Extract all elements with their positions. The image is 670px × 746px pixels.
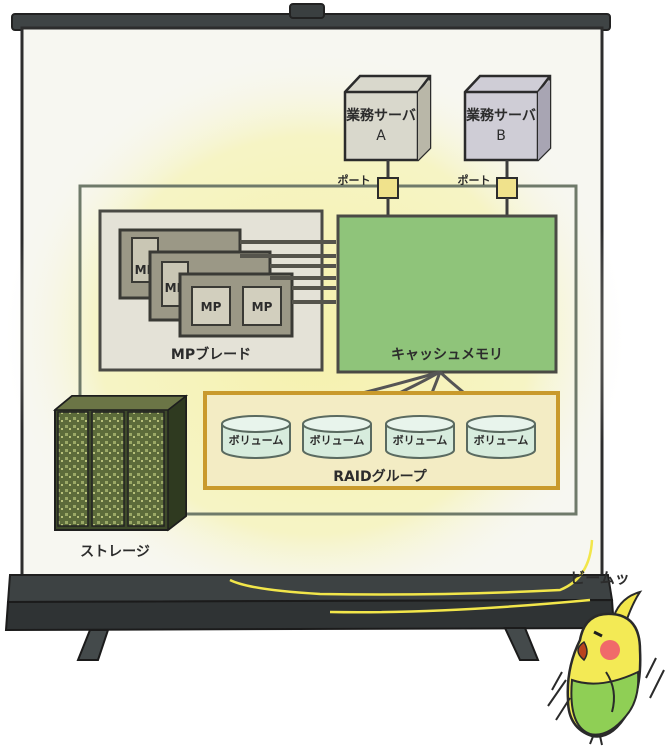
mp-blade-group: MP MP MP MP MPブレード xyxy=(98,209,336,372)
bird-mascot: ビームッ xyxy=(547,569,665,746)
bird-feet xyxy=(589,733,603,746)
screen-hanger xyxy=(289,3,325,19)
port-a-label: ポート xyxy=(338,173,371,187)
port-b-box xyxy=(496,177,518,199)
server-a-id: A xyxy=(376,128,386,144)
port-a-box xyxy=(377,177,399,199)
bird-beak xyxy=(577,640,588,662)
volume-2-label: ボリューム xyxy=(310,433,365,447)
server-b: 業務サーバ B xyxy=(463,74,552,162)
storage-rack: ストレージ xyxy=(52,394,189,560)
bird-motion-left xyxy=(547,671,571,721)
port-b: ポート xyxy=(458,173,518,199)
volume-1-label: ボリューム xyxy=(229,433,284,447)
server-a-label: 業務サーバ xyxy=(345,107,416,124)
bird-eye xyxy=(593,630,603,638)
volume-4-label: ボリューム xyxy=(474,433,529,447)
mp-blade-label: MPブレード xyxy=(171,346,251,363)
mp-chip-2-label: MP xyxy=(252,300,273,314)
volume-4: ボリューム xyxy=(466,415,536,459)
bird-belly xyxy=(570,670,640,736)
volume-2: ボリューム xyxy=(302,415,372,459)
volume-3: ボリューム xyxy=(385,415,455,459)
server-b-label: 業務サーバ xyxy=(465,107,536,124)
screen-leg-right xyxy=(503,627,540,661)
cache-memory-label: キャッシュメモリ xyxy=(391,347,503,363)
storage-system-border xyxy=(78,184,578,516)
bird-exclamation: ビームッ xyxy=(570,569,630,587)
bird-wing xyxy=(605,671,615,713)
port-a: ポート xyxy=(338,173,399,199)
bird-motion-right xyxy=(645,657,665,699)
mp-chip-2 xyxy=(242,286,282,326)
storage-label: ストレージ xyxy=(80,544,150,560)
server-b-id: B xyxy=(496,128,506,144)
port-b-label: ポート xyxy=(458,173,491,187)
mp-chip-1-label: MP xyxy=(201,300,222,314)
raid-group-label: RAIDグループ xyxy=(333,468,428,485)
volume-1: ボリューム xyxy=(221,415,291,459)
server-a: 業務サーバ A xyxy=(343,74,432,162)
cache-memory: キャッシュメモリ xyxy=(336,214,558,374)
mp-chip-1 xyxy=(191,286,231,326)
laser-beam xyxy=(229,539,594,614)
raid-group: ボリューム ボリューム ボリューム ボリューム RAIDグループ xyxy=(203,391,560,490)
screen-case-top xyxy=(6,574,614,604)
bird-cheek xyxy=(600,640,620,660)
cache-memory-box xyxy=(336,214,558,374)
volume-3-label: ボリューム xyxy=(393,433,448,447)
screen-leg-left xyxy=(76,629,110,661)
